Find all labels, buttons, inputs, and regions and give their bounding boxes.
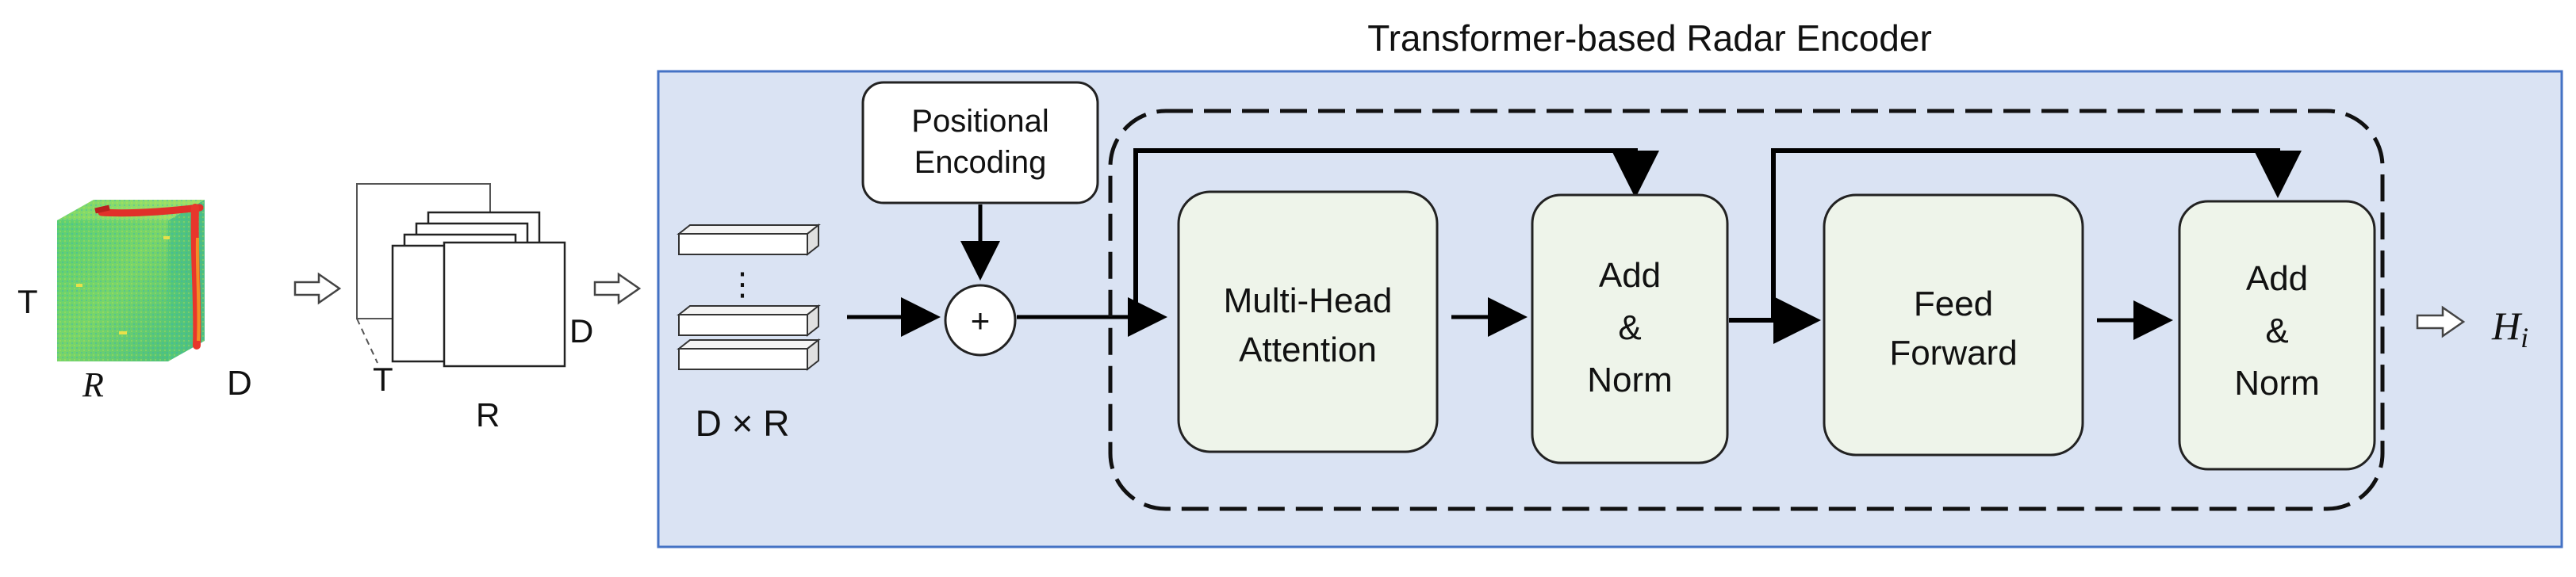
add-norm-2-line1: Add	[2246, 259, 2308, 298]
positional-encoding-line1: Positional	[911, 104, 1048, 139]
attention-line2: Attention	[1239, 331, 1377, 369]
radar-cube	[57, 200, 205, 361]
add-norm-2-line3: Norm	[2234, 364, 2320, 403]
cube-d-label: D	[227, 364, 252, 403]
positional-encoding-line2: Encoding	[914, 145, 1047, 180]
encoder-title: Transformer-based Radar Encoder	[1367, 17, 1932, 59]
add-norm-block-1	[1531, 193, 1729, 464]
multi-head-attention-block	[1177, 190, 1439, 453]
hollow-arrow-icon	[293, 272, 342, 305]
add-norm-2-line2: &	[2265, 311, 2288, 350]
token-ellipsis: ⋮	[726, 267, 758, 302]
token-dim-label: D × R	[696, 403, 790, 444]
frames-r-label: R	[476, 396, 500, 434]
feed-forward-block	[1823, 193, 2084, 457]
attention-line1: Multi-Head	[1224, 281, 1393, 320]
sum-node	[944, 284, 1017, 357]
add-norm-1-line3: Norm	[1587, 361, 1673, 399]
feed-forward-line1: Feed	[1914, 285, 1993, 323]
token-vectors	[677, 223, 821, 372]
hollow-arrow-icon	[2416, 305, 2466, 338]
residual-connection-1	[1133, 148, 1659, 317]
frames-d-label: D	[569, 312, 593, 350]
cube-r-label: R	[82, 365, 104, 404]
output-symbol: H	[2491, 304, 2523, 348]
frames-t-label: T	[373, 361, 393, 398]
cube-t-label: T	[17, 283, 38, 320]
output-subscript: i	[2520, 322, 2528, 353]
add-norm-block-2	[2178, 200, 2376, 471]
plus-icon: +	[971, 302, 991, 339]
output-label: Hi	[2491, 304, 2528, 353]
hollow-arrow-icon	[593, 272, 642, 305]
transformer-layer-outline	[1108, 109, 2385, 511]
add-norm-1-line1: Add	[1599, 256, 1661, 295]
residual-connection-2	[1771, 148, 2302, 320]
add-norm-1-line2: &	[1618, 308, 1641, 347]
frame-stack	[356, 183, 566, 368]
feed-forward-line2: Forward	[1889, 334, 2017, 373]
positional-encoding-box	[861, 81, 1099, 204]
